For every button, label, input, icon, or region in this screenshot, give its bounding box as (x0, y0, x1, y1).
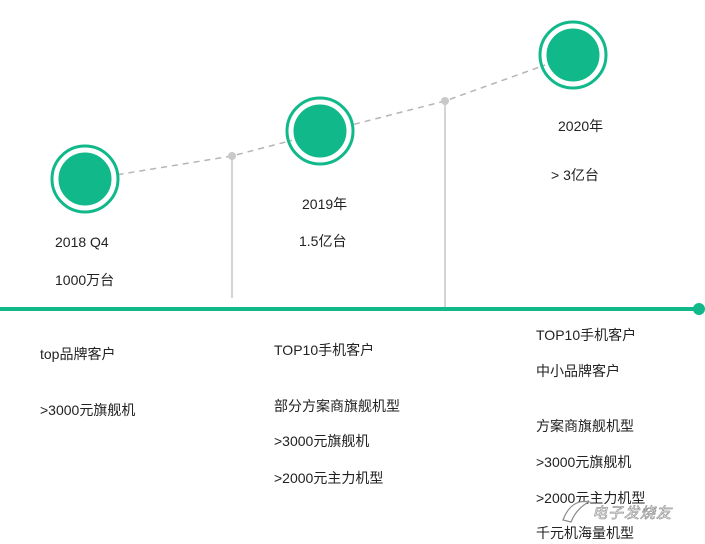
col3-line-1: TOP10手机客户 (536, 327, 637, 343)
col3-line-2: 中小品牌客户 (536, 363, 620, 379)
milestone-circle-2019-ring (285, 96, 355, 166)
milestone-circle-2018 (55, 149, 115, 209)
connector-dot-2 (441, 97, 449, 105)
milestone-year-2018: 2018 Q4 (55, 234, 109, 250)
col2-line-1: TOP10手机客户 (274, 342, 375, 358)
milestone-volume-2019: 1.5亿台 (299, 233, 347, 249)
milestone-year-2019: 2019年 (302, 196, 348, 212)
col3-line-3: 方案商旗舰机型 (536, 418, 634, 434)
milestone-circle-2019 (290, 101, 350, 161)
col1-line-1: top品牌客户 (40, 346, 116, 362)
col2-line-3: >3000元旗舰机 (274, 433, 370, 449)
milestone-circle-2020 (543, 25, 603, 85)
milestone-circle-2018-ring (50, 144, 120, 214)
connector-dot-1 (228, 152, 236, 160)
col1-line-2: >3000元旗舰机 (40, 402, 136, 418)
trend-dashed-line (84, 54, 574, 181)
col2-line-2: 部分方案商旗舰机型 (274, 398, 400, 414)
col3-line-5: >2000元主力机型 (536, 490, 646, 506)
milestone-volume-2018: 1000万台 (55, 272, 115, 288)
col3-line-4: >3000元旗舰机 (536, 454, 632, 470)
watermark-logo-icon (562, 500, 591, 523)
milestone-circle-2020-ring (538, 20, 608, 90)
milestone-volume-2020: > 3亿台 (551, 167, 599, 183)
timeline-end-dot (693, 303, 705, 315)
watermark-text: 电子发烧友 (592, 505, 673, 523)
col2-line-4: >2000元主力机型 (274, 470, 384, 486)
milestone-year-2020: 2020年 (558, 118, 604, 134)
col3-line-6: 千元机海量机型 (536, 525, 634, 541)
